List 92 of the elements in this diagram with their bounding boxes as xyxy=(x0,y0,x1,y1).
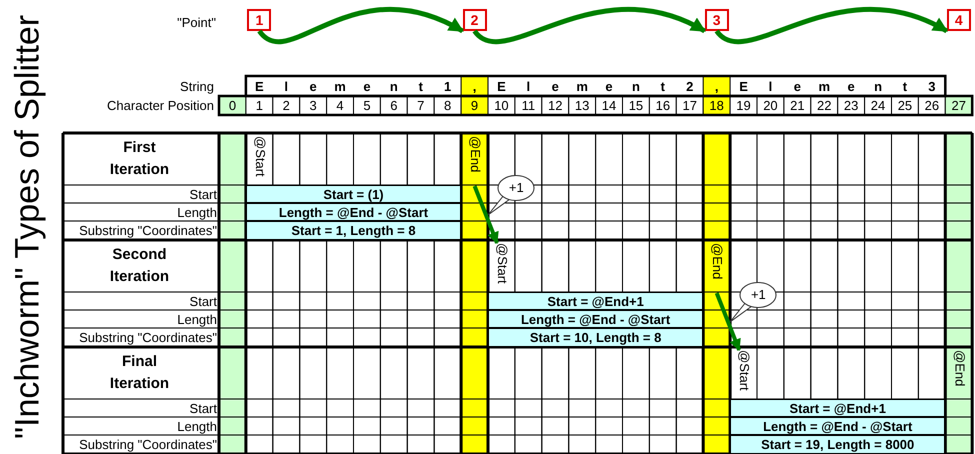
position-number: 14 xyxy=(600,98,618,113)
row-label: Substring "Coordinates" xyxy=(78,222,217,239)
formula-cell: Start = 19, Length = 8000 xyxy=(730,435,946,454)
position-number: 25 xyxy=(896,98,914,113)
row-label: Start xyxy=(188,186,217,202)
position-number: 11 xyxy=(520,98,536,113)
formula-cell: Start = @End+1 xyxy=(488,292,704,310)
formula-cell: Start = @End+1 xyxy=(730,399,946,417)
string-character: m xyxy=(575,78,589,94)
marker-label: @End xyxy=(950,350,968,398)
diagram-title: "Inchworm" Types of Splitter xyxy=(8,14,48,442)
string-character: n xyxy=(630,78,641,94)
string-character: , xyxy=(472,78,478,94)
position-number: 18 xyxy=(708,98,725,113)
formula-cell: Length = @End - @Start xyxy=(246,203,462,221)
string-character: E xyxy=(254,78,265,94)
row-label: Length xyxy=(176,418,217,434)
position-number: 17 xyxy=(682,98,698,113)
string-character: t xyxy=(418,78,424,94)
row-label: Length xyxy=(176,311,217,327)
position-number: 26 xyxy=(924,98,940,113)
position-number: 4 xyxy=(335,98,345,113)
marker-label: @End xyxy=(466,136,484,184)
string-character: e xyxy=(792,78,802,94)
arrow xyxy=(258,6,464,44)
position-number: 3 xyxy=(308,98,318,113)
position-number: 21 xyxy=(789,98,806,113)
position-number: 20 xyxy=(762,98,779,113)
point-number-box: 1 xyxy=(247,9,272,31)
row-label: Start xyxy=(188,400,217,416)
arrow xyxy=(472,185,499,244)
point-label: "Point" xyxy=(176,14,216,31)
formula-cell: Start = 1, Length = 8 xyxy=(246,221,462,240)
string-character: , xyxy=(714,78,720,94)
position-number: 13 xyxy=(574,98,590,113)
formula-cell: Length = @End - @Start xyxy=(730,417,946,435)
position-number: 7 xyxy=(416,98,426,113)
string-character: e xyxy=(308,78,318,94)
marker-label: @Start xyxy=(735,350,752,398)
position-number: 22 xyxy=(816,98,832,113)
position-number: 1 xyxy=(254,98,264,113)
string-character: e xyxy=(550,78,560,94)
row-label: Length xyxy=(176,204,217,220)
position-number: 0 xyxy=(228,98,238,113)
string-character: t xyxy=(660,78,666,94)
position-number: 8 xyxy=(443,98,452,113)
position-number: 9 xyxy=(470,98,480,113)
string-character: n xyxy=(388,78,399,94)
position-number: 23 xyxy=(842,98,860,113)
string-character: 3 xyxy=(927,78,936,94)
string-character: 2 xyxy=(685,78,694,94)
row-label: Start xyxy=(188,293,217,309)
position-number: 16 xyxy=(654,98,672,113)
row-label: Character Position xyxy=(106,96,214,114)
row-label: Substring "Coordinates" xyxy=(78,329,217,346)
position-number: 6 xyxy=(389,98,398,113)
string-character: m xyxy=(817,78,832,94)
string-character: 1 xyxy=(443,78,452,94)
position-number: 2 xyxy=(282,98,291,113)
arrow xyxy=(714,292,741,352)
position-number: 15 xyxy=(628,98,644,113)
row-label: String xyxy=(179,78,214,95)
point-number-box: 4 xyxy=(946,9,971,31)
point-number-box: 3 xyxy=(704,9,729,31)
iteration-heading: Final Iteration xyxy=(108,352,170,394)
iteration-heading: First Iteration xyxy=(108,138,170,180)
string-character: e xyxy=(362,78,372,94)
marker-label: @End xyxy=(708,243,726,291)
formula-cell: Start = 10, Length = 8 xyxy=(488,328,704,347)
row-label: Substring "Coordinates" xyxy=(78,436,217,453)
formula-cell: Length = @End - @Start xyxy=(488,310,704,328)
string-character: E xyxy=(738,78,749,94)
arrow xyxy=(472,6,706,44)
string-character: l xyxy=(526,78,532,94)
position-number: 12 xyxy=(547,98,564,113)
string-character: n xyxy=(873,78,884,94)
position-number: 24 xyxy=(870,98,886,113)
arrow xyxy=(714,6,948,44)
string-character: t xyxy=(902,78,908,94)
string-character: l xyxy=(283,78,290,94)
position-number: 5 xyxy=(362,98,372,113)
string-character: e xyxy=(604,78,614,94)
point-number-box: 2 xyxy=(462,9,487,31)
string-character: l xyxy=(768,78,774,94)
iteration-heading: Second Iteration xyxy=(108,245,170,287)
position-number: 19 xyxy=(735,98,752,113)
string-character: e xyxy=(846,78,856,94)
formula-cell: Start = (1) xyxy=(246,185,462,203)
position-number: 27 xyxy=(950,98,967,113)
string-character: E xyxy=(496,78,507,94)
position-number: 10 xyxy=(493,98,510,113)
string-character: m xyxy=(333,78,347,94)
